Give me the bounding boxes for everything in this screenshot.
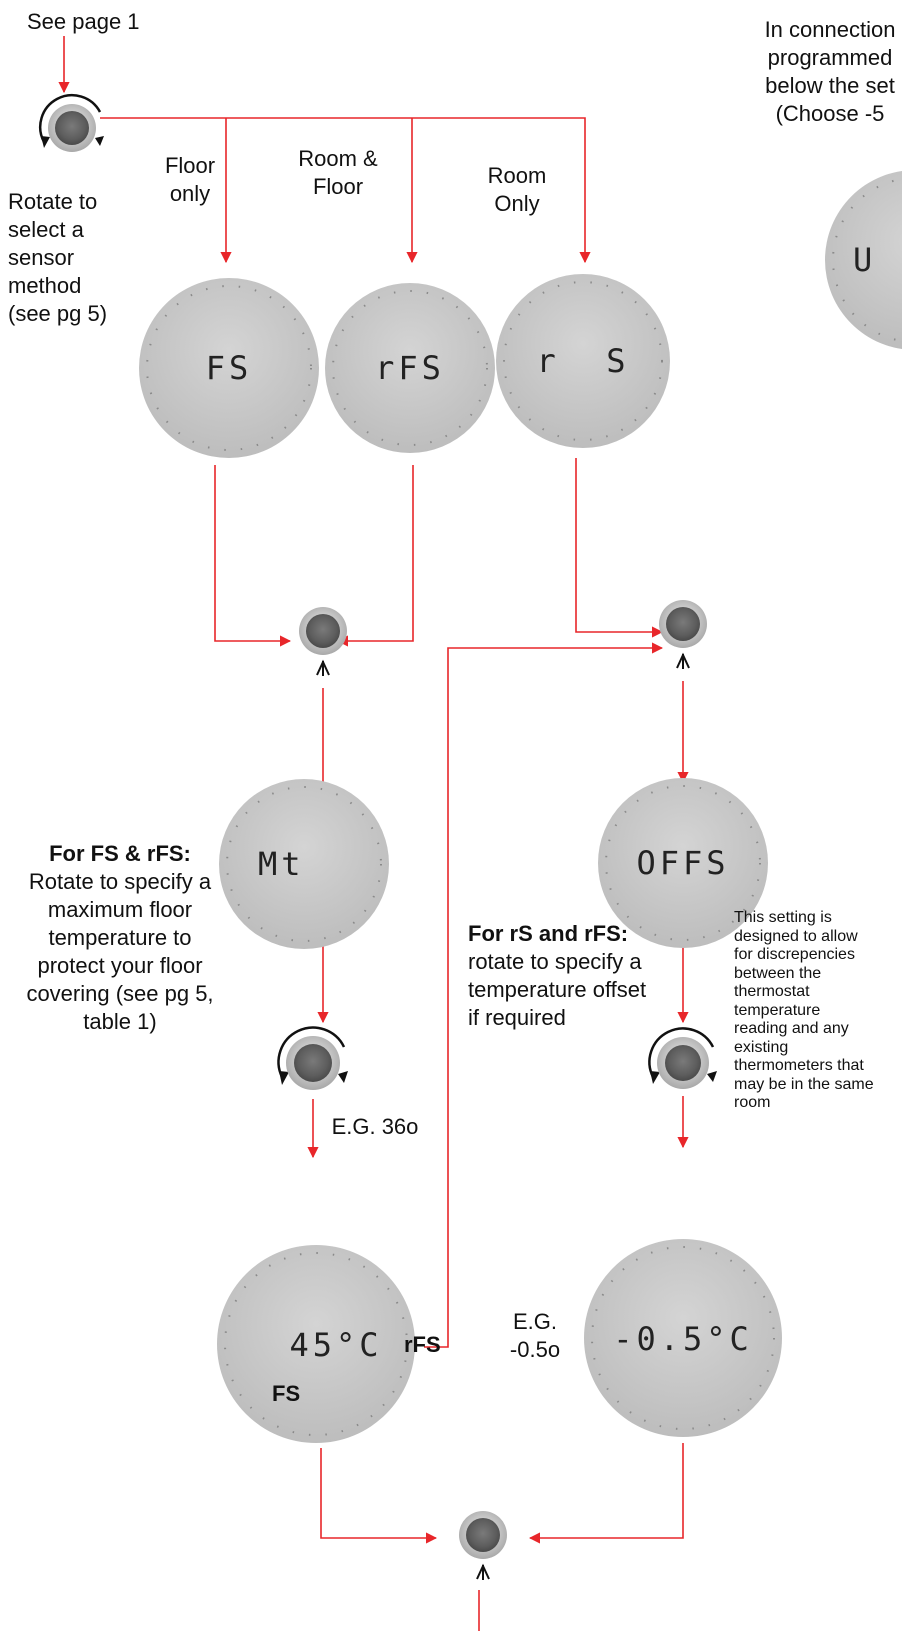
offset-instruction: For rS and rFS: rotate to specify a temp…	[468, 920, 648, 1032]
press-knob-icon	[659, 600, 707, 669]
dial-partial-right: U	[825, 170, 902, 350]
max-temp-example: E.G. 36o	[331, 1114, 419, 1139]
svg-text:Mt: Mt	[258, 845, 305, 883]
svg-text:OFFS: OFFS	[636, 844, 729, 882]
arrow-rfs-to-press	[336, 465, 414, 647]
right-note-line: (Choose -5	[775, 101, 885, 126]
dial-offs: OFFS	[598, 778, 768, 948]
right-note-line: below the set	[765, 73, 895, 98]
svg-text:-0.5°C: -0.5°C	[613, 1320, 753, 1358]
path-label-rfs: rFS	[404, 1332, 441, 1357]
arrow-rs-to-press	[575, 458, 664, 638]
option-floor-only: Floor only	[164, 153, 216, 206]
offset-note: This setting is designed to allow for di…	[734, 909, 874, 1111]
arrow-fs-to-press	[214, 465, 292, 647]
path-label-fs: FS	[272, 1381, 301, 1406]
dial-mt: Mt	[219, 779, 389, 949]
flow-lines	[58, 36, 689, 1631]
svg-text:FS: FS	[206, 349, 253, 387]
svg-text:45°C: 45°C	[289, 1326, 382, 1364]
offset-body: rotate to specify a temperature offset i…	[468, 949, 647, 1030]
dial-max-temp: 45°C	[217, 1245, 415, 1443]
rotate-knob-icon	[39, 94, 104, 152]
dial-fs: FS	[139, 278, 319, 458]
press-knob-icon	[299, 607, 347, 676]
dial-rs: r S	[496, 274, 670, 448]
svg-text:rFS: rFS	[375, 349, 445, 387]
arrow-rfs-return	[424, 642, 664, 1348]
select-instruction: Rotate to select a sensor method (see pg…	[8, 189, 108, 326]
dial-rfs: rFS	[325, 283, 495, 453]
rotate-knob-icon	[648, 1027, 717, 1089]
max-temp-instruction: For FS & rFS: Rotate to specify a maximu…	[15, 840, 225, 1036]
svg-text:r S: r S	[536, 342, 629, 380]
rotate-knob-icon	[277, 1026, 348, 1090]
svg-text:U: U	[853, 241, 876, 279]
offset-heading: For rS and rFS:	[468, 921, 629, 946]
option-room-only: Room Only	[487, 163, 547, 216]
right-note-line: programmed	[767, 45, 893, 70]
max-temp-body: Rotate to specify a maximum floor temper…	[26, 869, 214, 1034]
dial-offset-example: -0.5°C	[584, 1239, 782, 1437]
max-temp-heading: For FS & rFS:	[49, 841, 191, 866]
branch-bus	[100, 117, 591, 264]
arrow-fs-to-final	[320, 1448, 438, 1544]
option-room-floor: Room & Floor	[298, 146, 378, 199]
offset-example: E.G. -0.5o	[509, 1309, 561, 1362]
right-note: In connection programmed below the set (…	[700, 16, 902, 128]
top-link-label[interactable]: See page 1	[27, 9, 140, 34]
press-knob-icon	[459, 1511, 507, 1580]
arrow-offset-to-final	[528, 1443, 684, 1544]
right-note-line: In connection	[764, 17, 896, 42]
